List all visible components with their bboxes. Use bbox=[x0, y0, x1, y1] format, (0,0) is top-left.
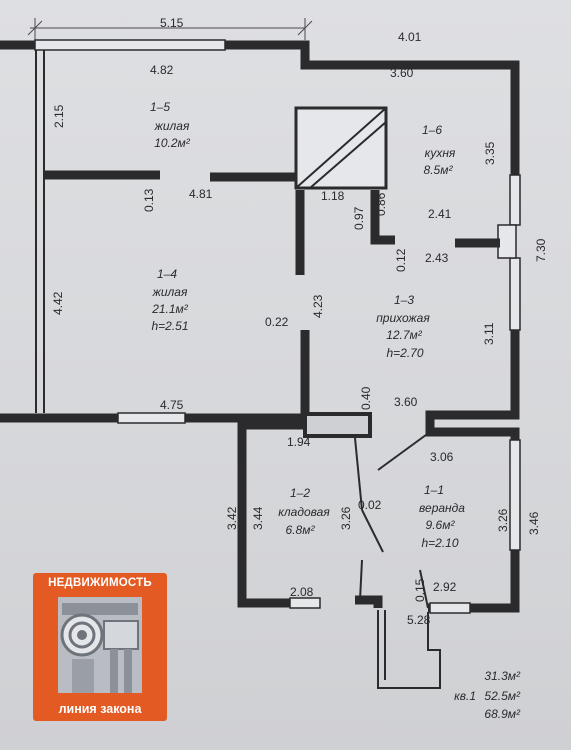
total-area-2: 52.5м² bbox=[484, 689, 521, 703]
dimension-label: 0.22 bbox=[265, 315, 289, 329]
room-name: кухня bbox=[425, 146, 456, 160]
dimension-label: 3.06 bbox=[430, 450, 454, 464]
door-swing bbox=[359, 559, 363, 601]
total-area-1: 31.3м² bbox=[484, 669, 521, 683]
window-veranda-bottom bbox=[429, 602, 471, 614]
dimension-label: 2.43 bbox=[425, 251, 449, 265]
dimension-label: 0.15 bbox=[413, 578, 427, 602]
room-number: 1–3 bbox=[394, 293, 414, 307]
dimension-label: 5.28 bbox=[407, 613, 431, 627]
ionic-column-icon bbox=[58, 597, 142, 693]
room-height: h=2.10 bbox=[421, 536, 458, 550]
dimension-label: 3.26 bbox=[339, 506, 353, 530]
room-name: веранда bbox=[419, 501, 465, 515]
room-area: 9.6м² bbox=[426, 518, 456, 532]
wall-outer bbox=[237, 420, 320, 608]
room-name: прихожая bbox=[376, 311, 430, 325]
wall-outer bbox=[425, 330, 520, 613]
dimension-label: 0.86 bbox=[374, 192, 388, 216]
agency-logo-badge: НЕДВИЖИМОСТЬ линия закона bbox=[33, 573, 167, 721]
wall-outer bbox=[225, 40, 520, 175]
dimension-label: 3.46 bbox=[527, 511, 541, 535]
room-height: h=2.51 bbox=[151, 319, 188, 333]
room-area: 12.7м² bbox=[386, 328, 423, 342]
room-number: 1–5 bbox=[150, 100, 170, 114]
dimension-label: 3.42 bbox=[225, 506, 239, 530]
wall-pier bbox=[497, 224, 517, 259]
porch bbox=[377, 610, 441, 689]
room-number: 1–2 bbox=[290, 486, 310, 500]
room-name: кладовая bbox=[278, 505, 330, 519]
window-right-upper bbox=[509, 174, 521, 226]
door-swing bbox=[419, 569, 429, 609]
room-area: 10.2м² bbox=[154, 136, 191, 150]
window-veranda-right bbox=[509, 439, 521, 551]
door-swing bbox=[377, 431, 431, 471]
dimension-label: 4.01 bbox=[398, 30, 422, 44]
dimension-label: 4.23 bbox=[311, 294, 325, 318]
badge-subtitle: линия закона bbox=[58, 702, 142, 716]
dimension-label: 3.60 bbox=[390, 66, 414, 80]
wall-outer bbox=[355, 595, 383, 608]
dimension-label: 5.15 bbox=[160, 16, 184, 30]
dimension-label: 4.82 bbox=[150, 63, 174, 77]
dimension-label: 2.92 bbox=[433, 580, 457, 594]
badge-title: НЕДВИЖИМОСТЬ bbox=[48, 577, 152, 589]
door-swing bbox=[361, 509, 384, 553]
window-top-left bbox=[34, 39, 226, 51]
dimension-label: 7.30 bbox=[534, 238, 548, 262]
dimension-label: 2.15 bbox=[52, 104, 66, 128]
dimension-label: 3.35 bbox=[483, 141, 497, 165]
dimension-label: 0.13 bbox=[142, 188, 156, 212]
dimension-label: 3.60 bbox=[394, 395, 418, 409]
dimension-label: 1.94 bbox=[287, 435, 311, 449]
dimension-label: 3.11 bbox=[482, 322, 496, 345]
room-number: 1–4 bbox=[157, 267, 177, 281]
room-number: 1–1 bbox=[424, 483, 444, 497]
dimension-label: 1.18 bbox=[321, 189, 345, 203]
room-area: 21.1м² bbox=[151, 302, 189, 316]
dimension-label: 0.12 bbox=[394, 248, 408, 272]
dimension-tick bbox=[27, 20, 43, 36]
dimension-label: 0.40 bbox=[359, 386, 373, 410]
dimension-label: 3.26 bbox=[496, 508, 510, 532]
window-storage-bottom bbox=[289, 597, 321, 609]
window-bottom-left bbox=[117, 412, 186, 424]
wall-outer bbox=[185, 330, 310, 423]
dimension-tick bbox=[297, 20, 313, 36]
chimney-diagonal bbox=[295, 107, 387, 189]
dimension-label: 4.81 bbox=[189, 187, 213, 201]
room-name: жилая bbox=[152, 285, 188, 299]
dimension-label: 4.42 bbox=[51, 291, 65, 315]
wall-block bbox=[303, 412, 372, 438]
dimension-label: 4.75 bbox=[160, 398, 184, 412]
chimney-diagonal bbox=[309, 121, 387, 189]
dimension-label: 0.97 bbox=[352, 206, 366, 230]
room-name: жилая bbox=[154, 119, 190, 133]
totals-label: кв.1 bbox=[454, 689, 476, 703]
door-swing bbox=[354, 437, 363, 511]
window-right-lower bbox=[509, 257, 521, 331]
room-area: 8.5м² bbox=[424, 163, 454, 177]
dimension-label: 2.41 bbox=[428, 207, 452, 221]
dimension-label: 3.44 bbox=[251, 506, 265, 530]
wall-interior bbox=[370, 190, 395, 245]
total-area-3: 68.9м² bbox=[484, 707, 521, 721]
dimension-label: 2.08 bbox=[290, 585, 314, 599]
dimension-label: 0.02 bbox=[358, 498, 382, 512]
room-height: h=2.70 bbox=[386, 346, 423, 360]
room-area: 6.8м² bbox=[286, 523, 316, 537]
room-number: 1–6 bbox=[422, 123, 442, 137]
